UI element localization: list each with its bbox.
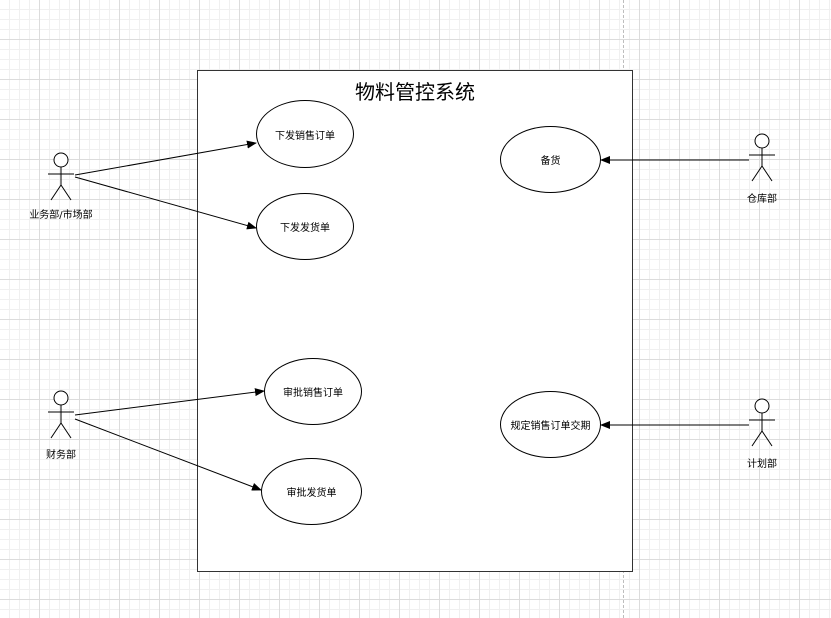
connector-finance-to-approve-sales-order bbox=[74, 388, 265, 416]
actor-planning-label: 计划部 bbox=[747, 459, 777, 470]
actor-planning-figure[interactable] bbox=[742, 398, 782, 460]
actor-business-market-figure[interactable] bbox=[41, 152, 81, 214]
usecase-approve-sales-order[interactable]: 审批销售订单 bbox=[264, 358, 362, 425]
actor-finance-figure[interactable] bbox=[41, 390, 81, 452]
actor-business-market-label: 业务部/市场部 bbox=[29, 210, 93, 221]
connector-finance-to-approve-delivery-order bbox=[74, 418, 262, 491]
actor-warehouse-figure[interactable] bbox=[742, 133, 782, 195]
actor-finance-label: 财务部 bbox=[46, 450, 76, 461]
connector-business-to-issue-sales-order bbox=[74, 140, 257, 176]
usecase-set-delivery-date[interactable]: 规定销售订单交期 bbox=[500, 391, 601, 458]
actor-warehouse-label: 仓库部 bbox=[747, 194, 777, 205]
connector-business-to-issue-delivery-order bbox=[74, 176, 257, 230]
usecase-issue-sales-order[interactable]: 下发销售订单 bbox=[256, 100, 354, 168]
usecase-approve-delivery-order[interactable]: 审批发货单 bbox=[261, 458, 362, 525]
usecase-stock-prep[interactable]: 备货 bbox=[500, 126, 601, 193]
system-title: 物料管控系统 bbox=[355, 80, 475, 104]
